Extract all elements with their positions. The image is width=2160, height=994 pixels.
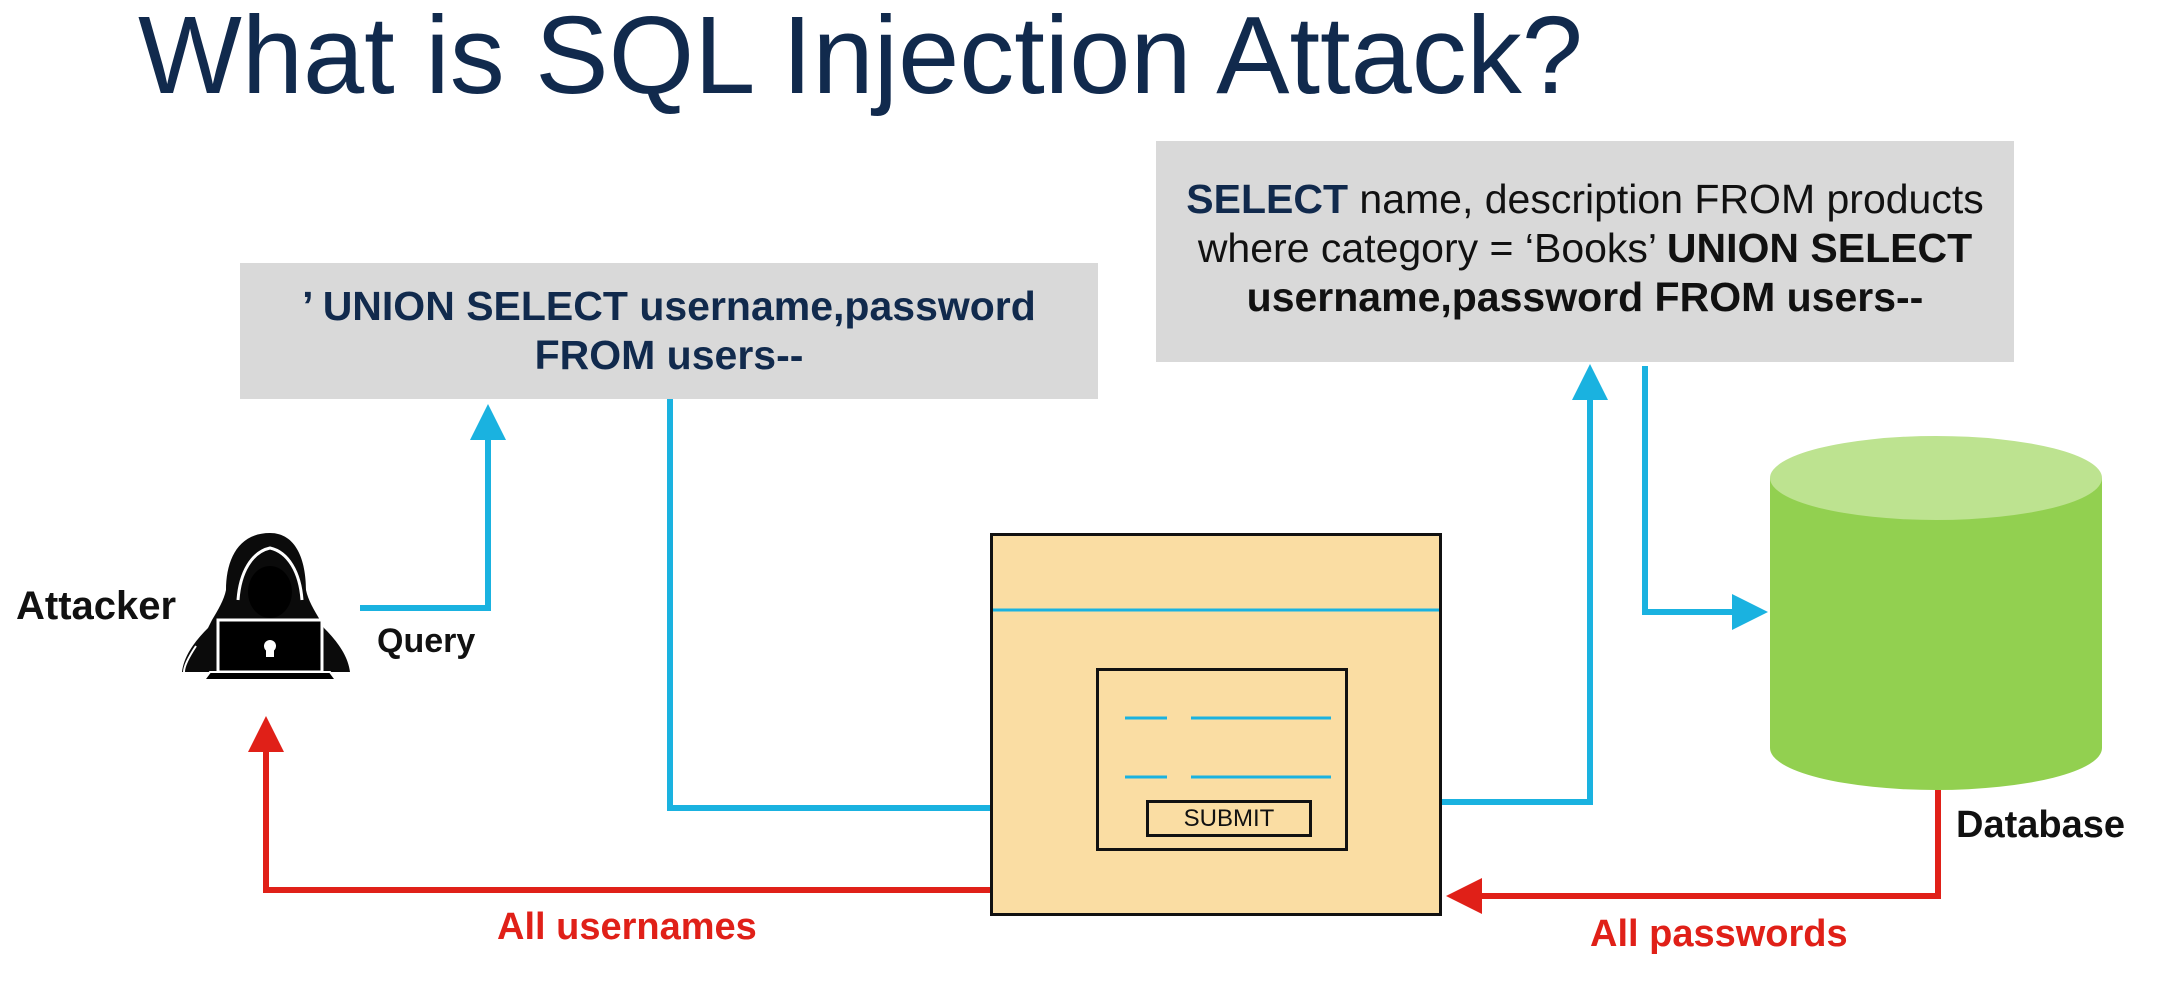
database-cylinder-icon	[1770, 436, 2102, 790]
all-usernames-label: All usernames	[497, 906, 757, 948]
form-field-lines	[1125, 716, 1331, 779]
payload-line-1: ’ UNION SELECT username,password	[302, 283, 1036, 329]
payload-line-2: FROM users--	[534, 332, 804, 378]
arrow-query-to-payload	[360, 404, 506, 611]
query-label: Query	[377, 622, 476, 660]
submit-button[interactable]: SUBMIT	[1146, 800, 1312, 837]
hooded-hacker-laptop-icon	[182, 533, 357, 681]
all-passwords-label: All passwords	[1590, 913, 1848, 955]
sql-query-part-1: name, description FROM products	[1348, 176, 1984, 222]
arrow-payload-to-form	[667, 399, 1096, 826]
sql-keyword-union-select: UNION SELECT	[1666, 225, 1973, 271]
page-title: What is SQL Injection Attack?	[138, 0, 1583, 117]
sql-query-part-2: where category = ‘Books’	[1197, 225, 1667, 271]
arrow-form-to-attacker	[248, 716, 990, 893]
database-label: Database	[1956, 804, 2125, 846]
arrow-database-to-form	[1446, 790, 1941, 914]
injection-payload-box: ’ UNION SELECT username,password FROM us…	[240, 263, 1098, 399]
arrow-query-to-database	[1642, 366, 1768, 630]
sql-query-box: SELECT name, description FROM products w…	[1156, 141, 2014, 362]
login-form-panel	[1096, 668, 1348, 851]
web-application-form	[990, 533, 1442, 916]
sql-keyword-select: SELECT	[1186, 176, 1348, 222]
form-header-divider	[993, 608, 1439, 612]
sql-query-line-3: username,password FROM users--	[1246, 274, 1924, 320]
attacker-label: Attacker	[16, 584, 177, 628]
